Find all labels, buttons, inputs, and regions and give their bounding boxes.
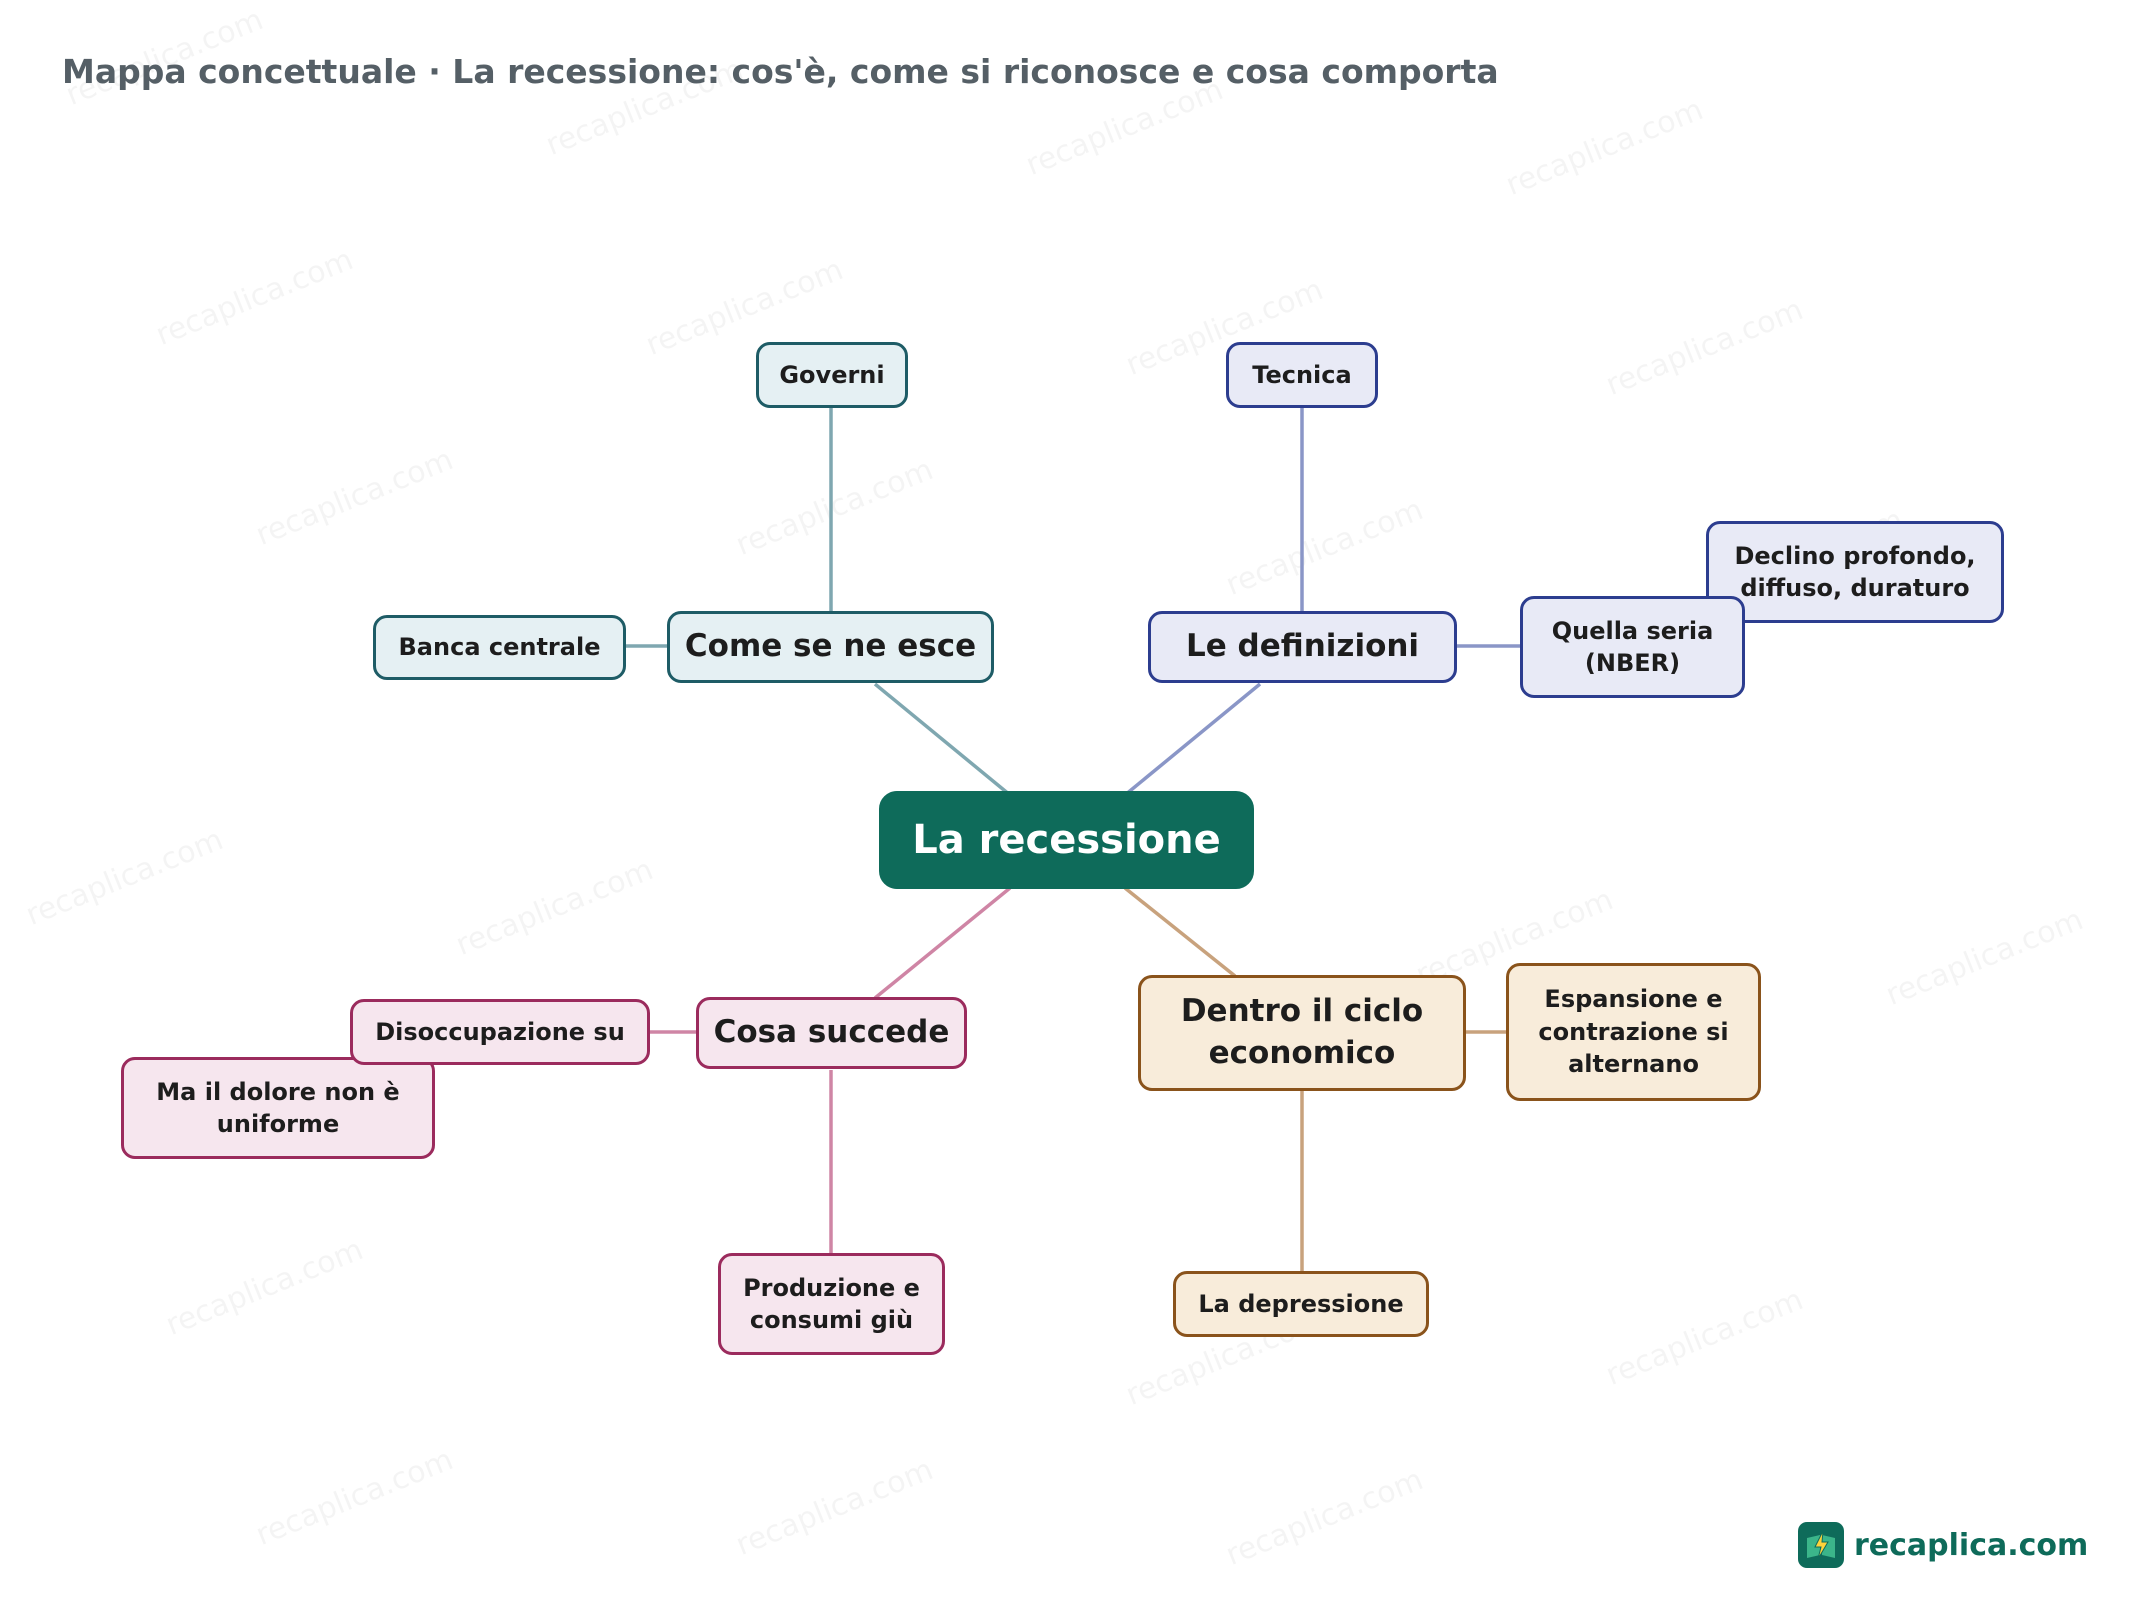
leaf-serious-detail-label: Declino profondo, diffuso, duraturo xyxy=(1734,541,1976,602)
branch-cycle[interactable]: Dentro il ciclo economico xyxy=(1138,975,1466,1091)
lightning-book-icon xyxy=(1798,1522,1844,1568)
leaf-depression[interactable]: La depressione xyxy=(1173,1271,1429,1337)
page-title: Mappa concettuale · La recessione: cos'è… xyxy=(62,52,1499,91)
leaf-production-label: Produzione e consumi giù xyxy=(743,1273,920,1334)
connector-root-exit xyxy=(873,682,1012,797)
leaf-governments-label: Governi xyxy=(779,360,885,389)
connector-root-effects xyxy=(873,886,1012,1000)
leaf-serious-detail[interactable]: Declino profondo, diffuso, duraturo xyxy=(1706,521,2004,623)
leaf-production[interactable]: Produzione e consumi giù xyxy=(718,1253,945,1355)
leaf-serious[interactable]: Quella seria (NBER) xyxy=(1520,596,1745,698)
root-label: La recessione xyxy=(912,817,1221,863)
branch-exit-label: Come se ne esce xyxy=(684,628,977,665)
branch-effects[interactable]: Cosa succede xyxy=(696,997,967,1069)
leaf-unemployment-label: Disoccupazione su xyxy=(375,1017,625,1046)
branch-definitions[interactable]: Le definizioni xyxy=(1148,611,1457,683)
branch-cycle-label: Dentro il ciclo economico xyxy=(1180,993,1424,1071)
leaf-uneven-label: Ma il dolore non è uniforme xyxy=(156,1077,400,1138)
root-node[interactable]: La recessione xyxy=(879,791,1254,889)
connector-root-cycle xyxy=(1123,886,1237,978)
leaf-depression-label: La depressione xyxy=(1198,1289,1404,1318)
branch-effects-label: Cosa succede xyxy=(713,1014,950,1051)
brand-name: recaplica.com xyxy=(1854,1527,2089,1563)
leaf-uneven[interactable]: Ma il dolore non è uniforme xyxy=(121,1057,435,1159)
leaf-central-bank[interactable]: Banca centrale xyxy=(373,615,626,680)
leaf-serious-label: Quella seria (NBER) xyxy=(1551,616,1714,677)
leaf-technical[interactable]: Tecnica xyxy=(1226,342,1378,408)
leaf-alternation[interactable]: Espansione e contrazione si alternano xyxy=(1506,963,1761,1101)
leaf-central-bank-label: Banca centrale xyxy=(398,633,601,662)
leaf-technical-label: Tecnica xyxy=(1252,360,1352,389)
branch-exit[interactable]: Come se ne esce xyxy=(667,611,994,683)
connector-root-definitions xyxy=(1123,682,1262,797)
leaf-unemployment[interactable]: Disoccupazione su xyxy=(350,999,650,1065)
branch-definitions-label: Le definizioni xyxy=(1185,628,1420,665)
leaf-alternation-label: Espansione e contrazione si alternano xyxy=(1538,985,1729,1079)
leaf-governments[interactable]: Governi xyxy=(756,342,908,408)
brand-logo[interactable]: recaplica.com xyxy=(1798,1522,2088,1568)
